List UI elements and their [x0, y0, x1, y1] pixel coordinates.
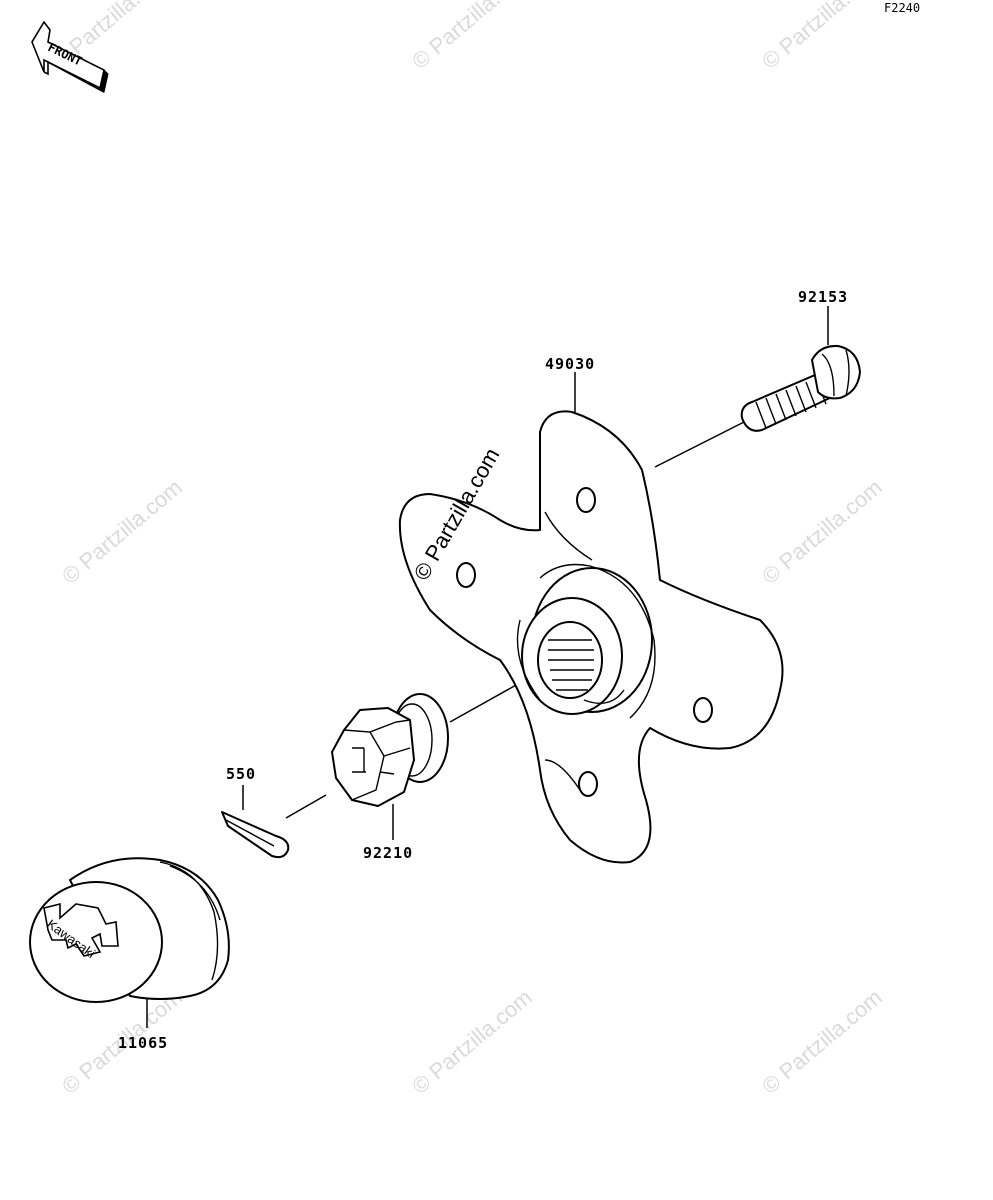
part-number-92153: 92153 — [798, 288, 848, 306]
watermark: © Partzilla.com — [757, 984, 887, 1098]
cotter-pin-550 — [221, 811, 290, 859]
hub-cap-11065: Kawasaki — [29, 857, 230, 1003]
part-number-92210: 92210 — [363, 844, 413, 862]
part-number-11065: 11065 — [118, 1034, 168, 1052]
watermark: © Partzilla.com — [407, 984, 537, 1098]
part-number-49030: 49030 — [545, 355, 595, 373]
watermark: © Partzilla.com — [407, 0, 537, 74]
bolt-92153 — [740, 344, 861, 432]
watermark: © Partzilla.com — [757, 0, 887, 74]
watermark: © Partzilla.com — [757, 474, 887, 588]
diagram-code: F2240 — [884, 1, 920, 15]
castle-nut-92210 — [331, 693, 449, 807]
part-labels: 92153 49030 550 92210 11065 — [118, 288, 848, 1052]
hub-plate-49030: © Partzilla.com — [398, 410, 784, 864]
part-number-550: 550 — [226, 765, 256, 783]
watermark: © Partzilla.com — [57, 474, 187, 588]
